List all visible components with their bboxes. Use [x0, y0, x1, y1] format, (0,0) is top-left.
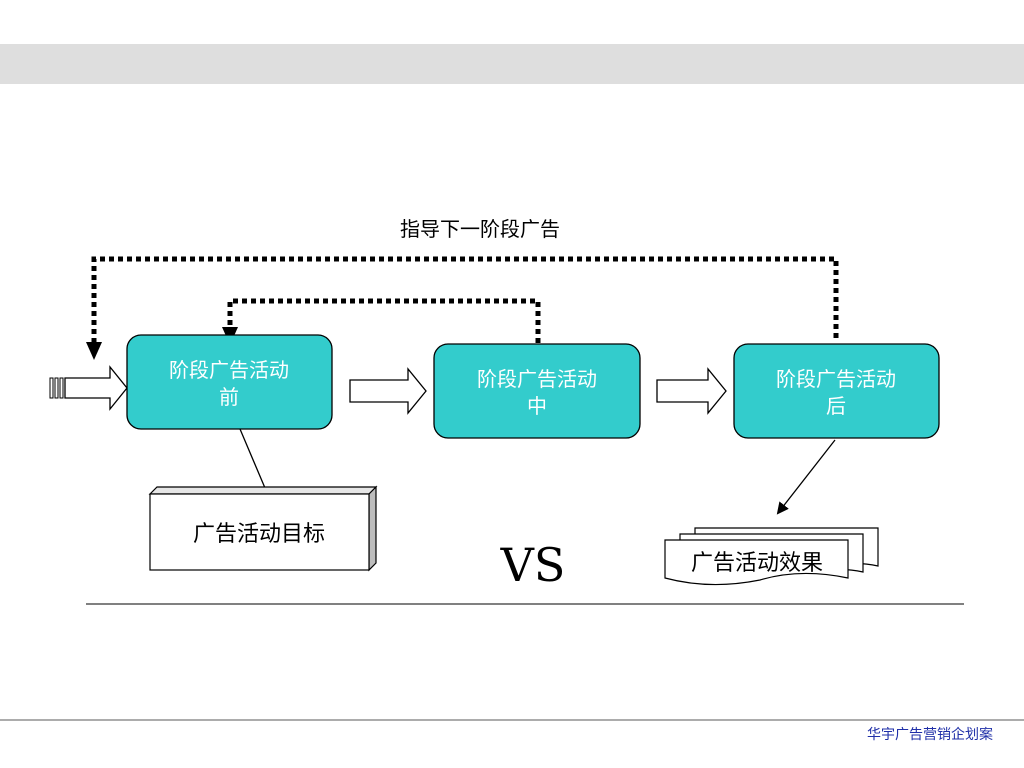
- vs-label: VS: [500, 538, 566, 592]
- stage-after-line1: 阶段广告活动: [776, 367, 896, 391]
- stage-before: 阶段广告活动 前: [126, 334, 333, 430]
- result-connector: [776, 439, 836, 515]
- stage-after: 阶段广告活动 后: [733, 343, 940, 439]
- outer-feedback-loop: [86, 256, 839, 360]
- stage-during-line1: 阶段广告活动: [477, 367, 597, 391]
- stage-before-line2: 前: [219, 385, 239, 409]
- header-band: [0, 44, 1024, 84]
- stage-during-line2: 中: [527, 394, 547, 418]
- goal-document: 广告活动目标: [148, 485, 378, 572]
- stage-after-line2: 后: [826, 394, 846, 418]
- goal-document-label: 广告活动目标: [193, 522, 325, 547]
- stage-before-line1: 阶段广告活动: [169, 358, 289, 382]
- input-arrow: [49, 365, 128, 411]
- flow-arrow-2: [656, 367, 727, 415]
- result-document-label: 广告活动效果: [691, 551, 823, 576]
- feedback-label: 指导下一阶段广告: [400, 217, 560, 241]
- stage-during: 阶段广告活动 中: [433, 343, 641, 439]
- goal-connector: [239, 428, 266, 489]
- flow-arrow-1: [349, 367, 427, 415]
- result-documents: 广告活动效果: [664, 527, 879, 586]
- footer-brand: 华宇广告营销企划案: [867, 726, 993, 743]
